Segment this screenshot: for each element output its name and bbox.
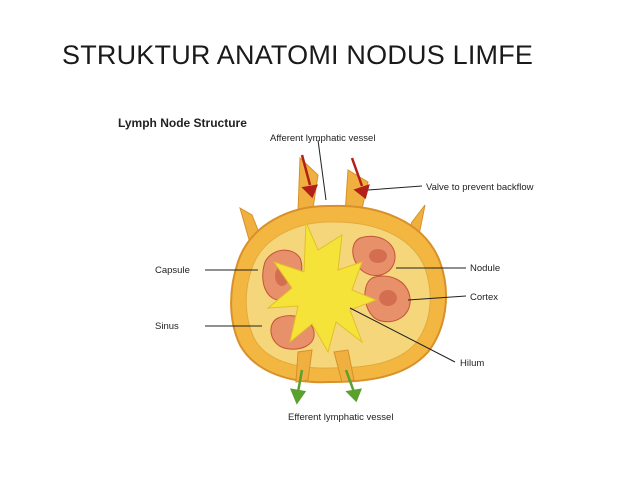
nodules — [262, 235, 411, 350]
efferent-arrows — [289, 369, 362, 405]
label-nodule: Nodule — [470, 263, 500, 274]
afferent-arrows — [300, 154, 370, 200]
efferent-vessels — [295, 349, 355, 383]
label-capsule: Capsule — [155, 265, 190, 276]
label-afferent: Afferent lymphatic vessel — [270, 133, 375, 144]
nodule-core-3 — [379, 290, 397, 306]
label-hilum: Hilum — [460, 358, 484, 369]
nodule-core-2 — [369, 249, 387, 263]
label-cortex: Cortex — [470, 292, 498, 303]
medulla-region — [266, 221, 378, 354]
label-sinus: Sinus — [155, 321, 179, 332]
diagram-title: Lymph Node Structure — [118, 116, 247, 130]
label-efferent: Efferent lymphatic vessel — [288, 412, 393, 423]
slide-title: STRUKTUR ANATOMI NODUS LIMFE — [62, 40, 534, 70]
label-valve: Valve to prevent backflow — [426, 182, 534, 193]
leader-lines — [205, 139, 467, 363]
